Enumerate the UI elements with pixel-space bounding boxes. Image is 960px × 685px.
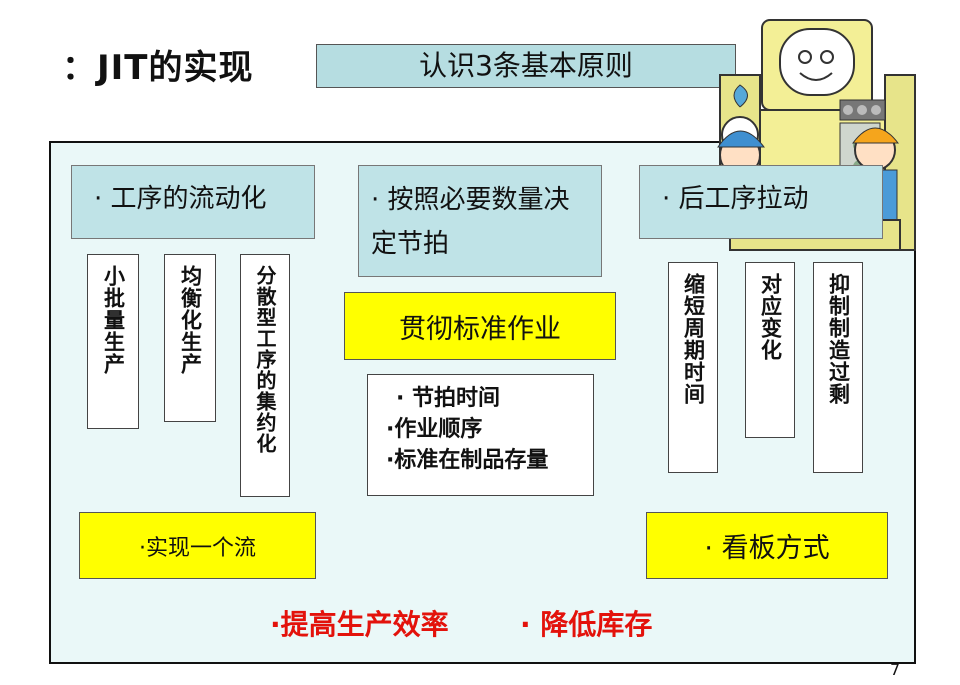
page-number: 7 [890, 660, 901, 679]
one-piece-flow-box: ·实现一个流 [79, 512, 316, 579]
method-small-lot: 小批量生产 [87, 254, 139, 429]
kanban-box: · 看板方式 [646, 512, 888, 579]
principle-pull: · 后工序拉动 [639, 165, 883, 239]
method-respond-change: 对应变化 [745, 262, 795, 438]
subtitle-box: 认识3条基本原则 [316, 44, 736, 88]
method-shorten-cycle: 缩短周期时间 [668, 262, 718, 473]
outcome-efficiency: ·提高生产效率 [270, 608, 449, 641]
item-takt-time: · 节拍时间 [396, 386, 501, 411]
method-suppress-overproduction: 抑制制造过剩 [813, 262, 863, 473]
principle-flow: · 工序的流动化 [71, 165, 315, 239]
standard-work-box: 贯彻标准作业 [344, 292, 616, 360]
standard-work-items: · 节拍时间 ·作业顺序 ·标准在制品存量 [367, 374, 594, 496]
page-title: ：JIT的实现 [62, 48, 254, 88]
item-work-sequence: ·作业顺序 [386, 417, 483, 442]
principle-takt: · 按照必要数量决定节拍 [358, 165, 602, 277]
item-standard-wip: ·标准在制品存量 [386, 448, 549, 473]
method-leveled-production: 均衡化生产 [164, 254, 216, 422]
method-process-consolidation: 分散型工序的集约化 [240, 254, 290, 497]
outcome-inventory: · 降低库存 [520, 608, 653, 641]
